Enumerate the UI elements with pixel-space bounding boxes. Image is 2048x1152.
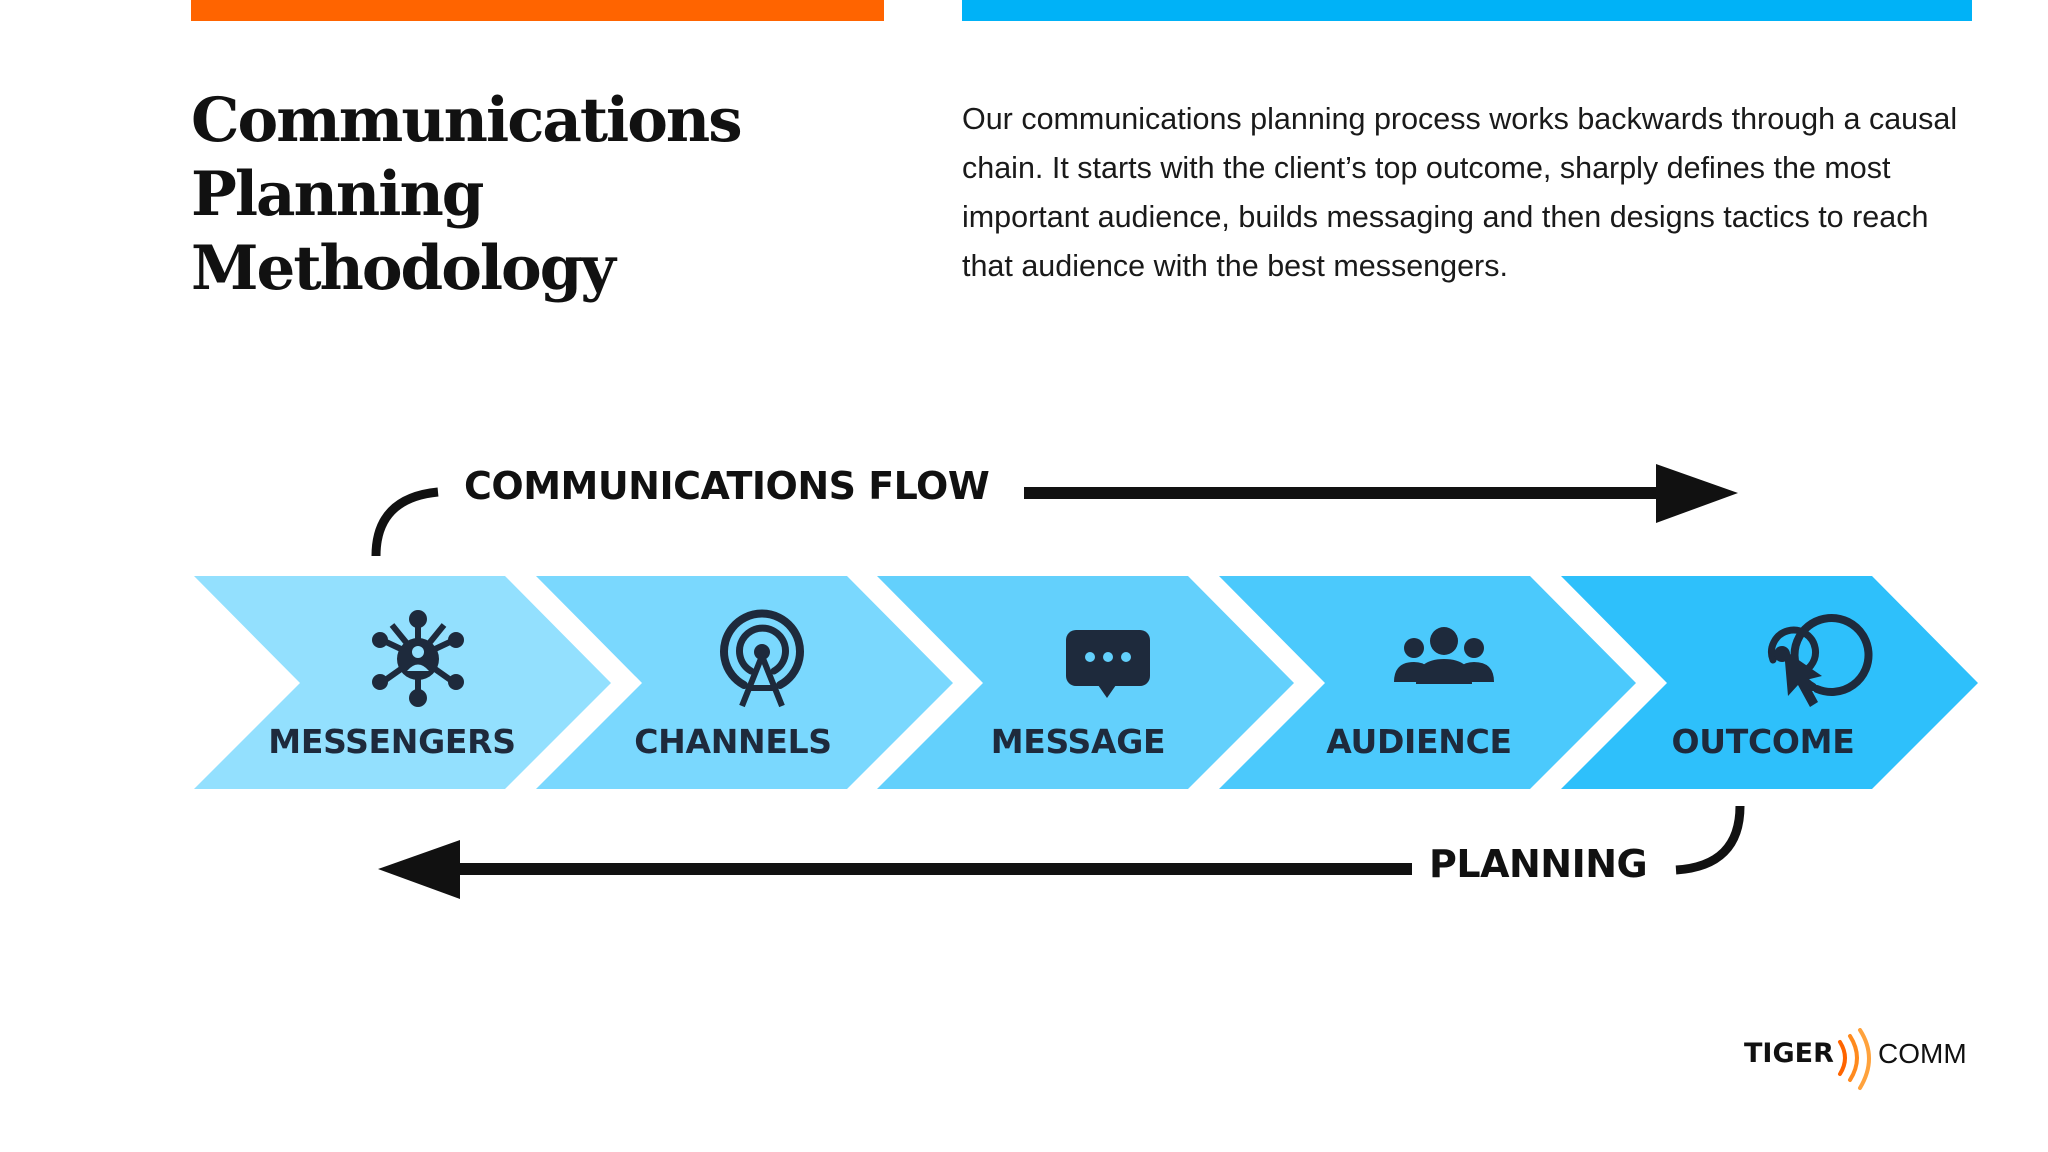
chat-bubble-icon	[1066, 630, 1150, 698]
tigercomm-logo: TIGER COMM	[1744, 1028, 1974, 1090]
step-label-messengers: MESSENGERS	[268, 722, 516, 761]
intro-paragraph: Our communications planning process work…	[962, 102, 1958, 283]
sound-waves-icon	[1838, 1028, 1871, 1090]
communications-flow-label: COMMUNICATIONS FLOW	[464, 464, 990, 508]
page-title-line-2: Planning Methodology	[191, 159, 616, 304]
chevron-outcome	[1561, 576, 1978, 789]
flow-arrowhead	[1656, 464, 1738, 523]
planning-label: PLANNING	[1429, 842, 1648, 886]
step-label-channels: CHANNELS	[634, 722, 832, 761]
planning-start-arc	[1675, 805, 1745, 875]
broadcast-tower-icon	[720, 609, 804, 708]
chevron-messengers	[194, 576, 611, 789]
blue-accent-bar	[962, 0, 1972, 21]
network-person-icon	[372, 610, 464, 707]
planning-arrowhead	[378, 840, 460, 899]
logo-tiger-text: TIGER	[1744, 1038, 1834, 1069]
target-cursor-icon	[1768, 613, 1873, 707]
step-label-outcome: OUTCOME	[1671, 722, 1855, 761]
people-group-icon	[1394, 627, 1494, 684]
logo-comm-text: COMM	[1878, 1038, 1967, 1069]
page-title: Communications Planning Methodology	[191, 84, 911, 306]
flow-start-arc	[371, 487, 439, 557]
step-label-message: MESSAGE	[990, 722, 1166, 761]
page-title-line-1: Communications	[191, 85, 743, 156]
step-label-audience: AUDIENCE	[1326, 722, 1512, 761]
orange-accent-bar	[191, 0, 884, 21]
